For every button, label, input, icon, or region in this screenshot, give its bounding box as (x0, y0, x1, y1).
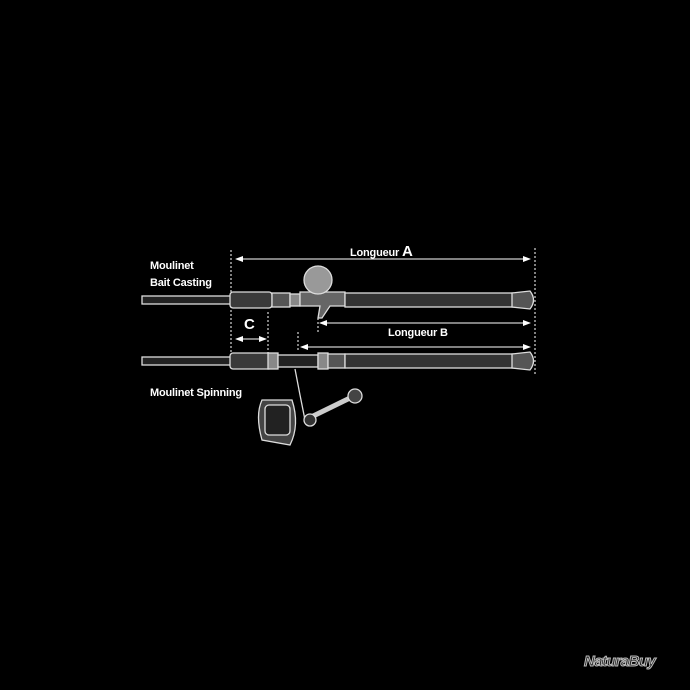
baitcasting-label-line1: Moulinet (150, 260, 194, 272)
length-a-word: Longueur (350, 247, 400, 259)
length-a-letter: A (401, 243, 413, 260)
baitcasting-rod (141, 265, 535, 319)
baitcasting-label-line2: Bait Casting (150, 277, 212, 289)
watermark-logo: NaturaBuy (583, 653, 656, 671)
spinning-label: Moulinet Spinning (150, 387, 242, 399)
spinning-rod (141, 351, 535, 446)
spinning-reel (257, 368, 363, 446)
dimension-arrows (235, 256, 531, 350)
length-b-label: Longueur B (388, 327, 448, 339)
c-label: C (244, 316, 255, 333)
baitcasting-reel (303, 265, 333, 295)
length-a-label: Longueur A (350, 243, 413, 260)
